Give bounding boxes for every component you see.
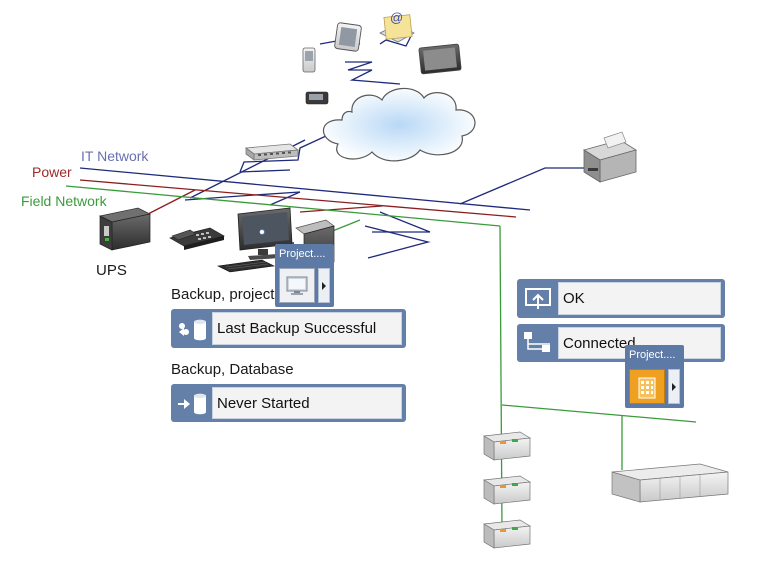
backup-database-status: Never Started — [212, 387, 402, 419]
controller-icon — [611, 463, 729, 503]
chevron-right-icon — [322, 281, 326, 290]
project-popup-building[interactable]: Project.... — [625, 345, 684, 408]
smartphone-icon — [302, 47, 316, 73]
ups-icon — [98, 207, 152, 251]
computer-icon — [286, 276, 308, 295]
backup-project-status: Last Backup Successful — [212, 312, 402, 345]
building-tile[interactable] — [629, 369, 665, 404]
pager-icon — [305, 91, 329, 105]
network-nodes-icon — [520, 327, 558, 359]
desk-phone-icon — [169, 227, 225, 250]
cloud-icon — [322, 87, 476, 162]
system-status-box[interactable]: OK — [517, 279, 725, 318]
connection-status-box[interactable]: Connected — [517, 324, 725, 362]
monitor-upload-icon — [520, 282, 558, 315]
project-popup-title: Project.... — [629, 349, 676, 361]
email-icon: @ — [379, 10, 415, 43]
expand-arrow-button[interactable] — [668, 369, 680, 404]
svg-text:@: @ — [390, 10, 403, 25]
tablet-icon — [334, 22, 362, 52]
field-network-label: Field Network — [21, 193, 108, 209]
backup-database-status-box[interactable]: Never Started — [171, 384, 406, 422]
backup-icon — [174, 312, 212, 345]
ups-label: UPS — [96, 262, 127, 279]
backup-icon — [174, 387, 212, 419]
printer-icon — [583, 131, 637, 183]
expand-arrow-button[interactable] — [318, 268, 330, 303]
project-popup-workstation[interactable]: Project.... — [275, 244, 334, 307]
it-network-label: IT Network — [81, 148, 149, 164]
controller-icon — [482, 475, 532, 505]
network-switch-icon — [244, 143, 300, 161]
building-icon — [638, 377, 656, 398]
project-popup-title: Project.... — [279, 248, 326, 260]
power-label: Power — [32, 164, 72, 180]
system-status-text: OK — [558, 282, 721, 315]
backup-database-caption: Backup, Database — [171, 361, 294, 378]
power-line — [79, 179, 517, 218]
workstation-tile[interactable] — [279, 268, 315, 303]
backup-project-status-box[interactable]: Last Backup Successful — [171, 309, 406, 348]
controller-icon — [482, 519, 532, 549]
chevron-right-icon — [672, 382, 676, 391]
backup-project-caption: Backup, project — [171, 286, 275, 303]
laptop-icon — [418, 43, 462, 75]
controller-icon — [482, 431, 532, 461]
